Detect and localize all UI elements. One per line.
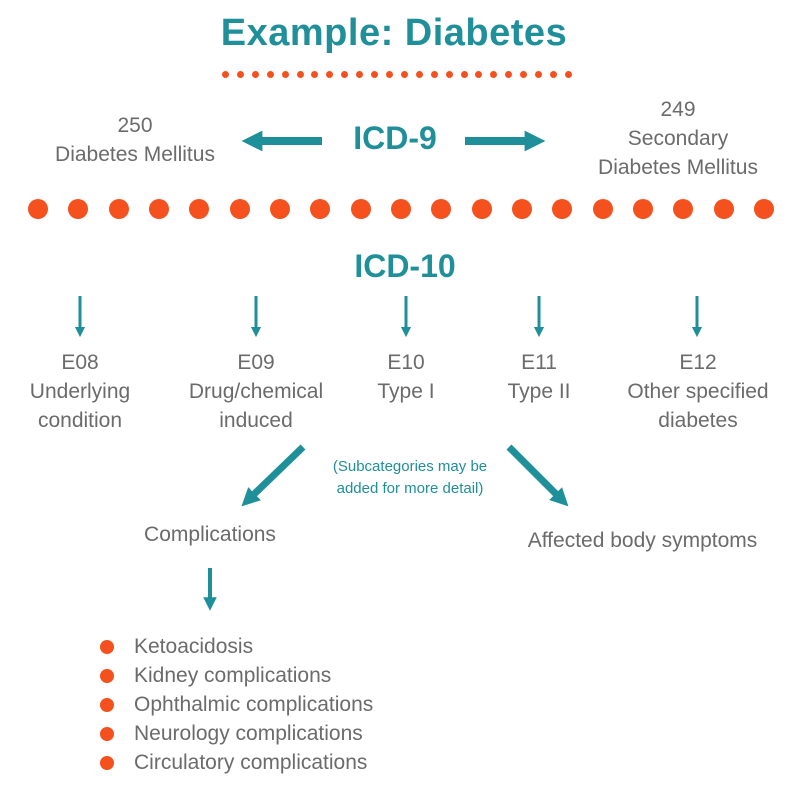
divider-dot xyxy=(753,199,774,219)
note-line1: (Subcategories may be xyxy=(332,458,488,475)
divider-dot xyxy=(475,70,483,78)
icd9-right-node: 249 Secondary Diabetes Mellitus xyxy=(560,95,796,182)
icd9-right-code: 249 xyxy=(660,98,696,121)
icd10-code-desc-line1: Drug/chemical xyxy=(188,380,324,403)
divider-dot xyxy=(673,199,694,219)
icd10-code-desc-line1: Type II xyxy=(507,380,571,403)
divider-dot xyxy=(505,70,513,78)
list-item-text: Neurology complications xyxy=(134,721,363,745)
divider-dot xyxy=(341,70,349,78)
list-item: Kidney complications xyxy=(100,661,373,690)
icd10-code: E08 xyxy=(61,351,99,374)
divider-dot xyxy=(148,199,169,219)
note-line2: added for more detail) xyxy=(336,480,484,497)
icd10-code-node: E08 Underlying condition xyxy=(0,348,160,435)
divider-dot xyxy=(385,70,393,78)
list-item: Neurology complications xyxy=(100,719,373,748)
divider-dot xyxy=(310,199,331,219)
icd9-label: ICD-9 xyxy=(353,120,437,156)
icd9-right-name-line1: Secondary xyxy=(627,127,729,150)
divider-dot xyxy=(296,70,304,78)
icd10-code-desc-line1: Other specified xyxy=(627,380,769,403)
icd10-code: E09 xyxy=(237,351,275,374)
complications-list: Ketoacidosis Kidney complications Ophtha… xyxy=(100,632,373,777)
divider-dot xyxy=(236,70,244,78)
icd10-code-desc-line2: diabetes xyxy=(658,409,738,432)
list-item: Ketoacidosis xyxy=(100,632,373,661)
list-item-text: Kidney complications xyxy=(134,663,332,687)
divider-dot xyxy=(445,70,453,78)
arrow-to-complications-icon xyxy=(241,444,306,507)
icd10-code: E10 xyxy=(387,351,425,374)
bullet-dot xyxy=(100,668,114,683)
divider-dot xyxy=(511,199,532,219)
icd10-code-desc-line1: Type I xyxy=(377,380,435,403)
section-dotted-divider xyxy=(28,199,774,219)
list-item-text: Ophthalmic complications xyxy=(134,692,374,716)
icd10-label: ICD-10 xyxy=(354,248,456,284)
divider-dot xyxy=(430,70,438,78)
divider-dot xyxy=(326,70,334,78)
divider-dot xyxy=(400,70,408,78)
divider-dot xyxy=(350,199,371,219)
divider-dot xyxy=(229,199,250,219)
divider-dot xyxy=(251,70,259,78)
icd10-code-node: E11 Type II xyxy=(480,348,598,406)
divider-dot xyxy=(564,70,572,78)
divider-dot xyxy=(222,70,229,78)
arrow-to-affected-icon xyxy=(506,444,569,507)
divider-dot xyxy=(356,70,364,78)
icd10-code-desc-line1: Underlying xyxy=(29,380,131,403)
divider-dot xyxy=(471,199,492,219)
divider-dot xyxy=(431,199,452,219)
divider-dot xyxy=(592,199,613,219)
icd10-code-desc-line2: condition xyxy=(37,409,123,432)
divider-dot xyxy=(535,70,543,78)
subcategory-note: (Subcategories may be added for more det… xyxy=(300,456,520,500)
bullet-dot xyxy=(100,726,114,741)
divider-dot xyxy=(68,199,89,219)
divider-dot xyxy=(390,199,411,219)
divider-dot xyxy=(281,70,289,78)
bullet-dot xyxy=(100,755,114,770)
divider-dot xyxy=(311,70,319,78)
icd9-right-name-line2: Diabetes Mellitus xyxy=(598,156,758,179)
divider-dot xyxy=(28,199,48,219)
icd10-code-node: E09 Drug/chemical induced xyxy=(170,348,342,435)
complications-node: Complications xyxy=(144,523,276,546)
divider-dot xyxy=(552,199,573,219)
icd10-code: E11 xyxy=(521,351,557,374)
diagram-title: Example: Diabetes xyxy=(220,12,568,54)
icd9-left-code: 250 xyxy=(117,114,153,137)
icd9-left-name: Diabetes Mellitus xyxy=(55,143,215,166)
list-item-text: Circulatory complications xyxy=(134,750,368,774)
affected-symptoms-node: Affected body symptoms xyxy=(527,529,758,552)
list-item-text: Ketoacidosis xyxy=(134,634,254,658)
divider-dot xyxy=(490,70,498,78)
divider-dot xyxy=(415,70,423,78)
icd10-code-node: E12 Other specified diabetes xyxy=(606,348,790,435)
divider-dot xyxy=(520,70,528,78)
list-item: Circulatory complications xyxy=(100,748,373,777)
divider-dot xyxy=(460,70,468,78)
icd9-left-node: 250 Diabetes Mellitus xyxy=(10,111,260,169)
icd10-code-desc-line2: induced xyxy=(219,409,293,432)
title-dotted-divider xyxy=(222,70,572,78)
divider-dot xyxy=(632,199,653,219)
divider-dot xyxy=(269,199,290,219)
icd10-code-node: E10 Type I xyxy=(350,348,462,406)
divider-dot xyxy=(108,199,129,219)
bullet-dot xyxy=(100,697,114,712)
list-item: Ophthalmic complications xyxy=(100,690,373,719)
divider-dot xyxy=(189,199,210,219)
icd10-code: E12 xyxy=(679,351,717,374)
divider-dot xyxy=(713,199,734,219)
divider-dot xyxy=(266,70,274,78)
bullet-dot xyxy=(100,639,114,654)
divider-dot xyxy=(549,70,557,78)
divider-dot xyxy=(371,70,379,78)
